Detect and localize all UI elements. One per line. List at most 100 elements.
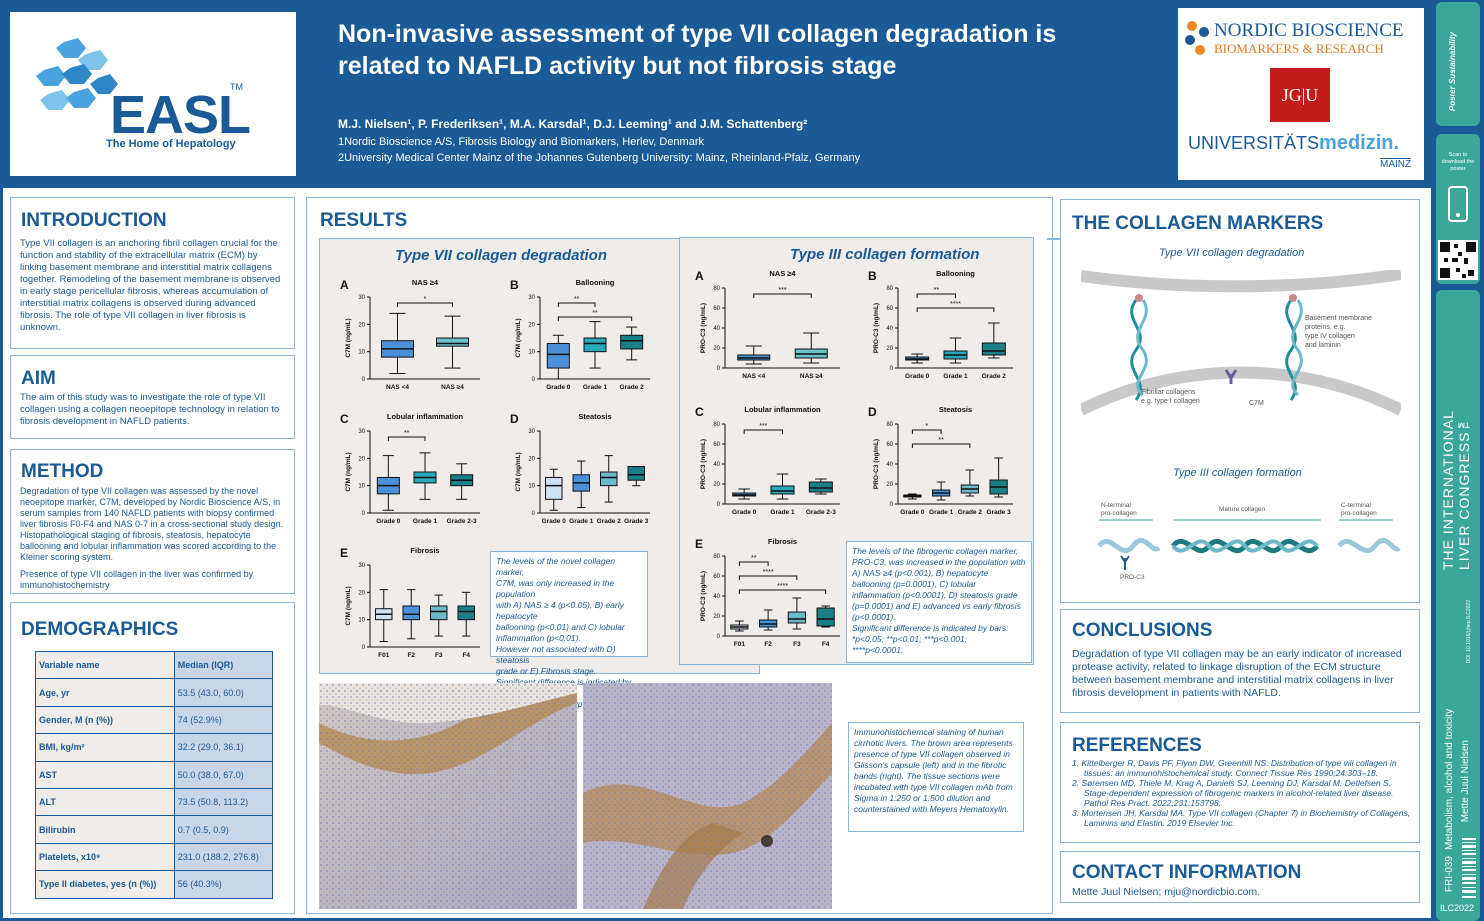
sustainability-label: Poster Sustainability xyxy=(1448,32,1457,112)
y-tick-label: 80 xyxy=(713,422,720,428)
demographics-col-name: Variable name xyxy=(35,650,175,680)
introduction-section: INTRODUCTION Type VII collagen is an anc… xyxy=(10,197,295,349)
demographics-col-value: Median (IQR) xyxy=(173,650,274,680)
box xyxy=(430,605,448,621)
significance-bar xyxy=(738,589,827,594)
y-axis-label: PRO-C3 (ng/mL) xyxy=(700,303,707,353)
conclusions-text: Degradation of type VII collagen may be … xyxy=(1072,648,1402,699)
poster-title: Non-invasive assessment of type VII coll… xyxy=(338,18,1138,82)
y-tick-label: 20 xyxy=(528,456,535,462)
scan-badge: Scan to download the poster xyxy=(1436,134,1480,284)
y-tick-label: 0 xyxy=(890,366,894,372)
x-tick-label: F4 xyxy=(462,652,470,659)
contact-heading: CONTACT INFORMATION xyxy=(1072,862,1302,883)
conclusions-section: CONCLUSIONS Degradation of type VII coll… xyxy=(1060,609,1420,713)
caption-line: (p=0.0001) and E) advanced vs early fibr… xyxy=(852,601,1021,611)
plot-title: NAS ≥4 xyxy=(412,278,439,287)
proc3-caption: The levels of the fibrogenic collagen ma… xyxy=(846,541,1032,663)
x-tick-label: Grade 3 xyxy=(624,518,649,525)
caption-line: The levels of the novel collagen marker, xyxy=(496,556,616,577)
plot-title: Fibrosis xyxy=(410,546,439,555)
label-fibrillar: Fibrillar collagens e.g. type I collagen xyxy=(1141,389,1200,405)
easl-tm: TM xyxy=(230,82,243,92)
plot-title: Steatosis xyxy=(939,405,972,414)
significance-label: **** xyxy=(777,583,788,590)
nordic-logo-line2: BIOMARKERS & RESEARCH xyxy=(1214,41,1384,56)
x-tick-label: Grade 3 xyxy=(987,509,1012,516)
significance-bar xyxy=(743,429,783,434)
congress-name: THE INTERNATIONAL LIVER CONGRESS™ xyxy=(1440,410,1472,570)
y-tick-label: 60 xyxy=(713,442,720,448)
contact-text: Mette Juul Nielsen; mju@nordicbio.com. xyxy=(1072,886,1261,898)
panel-letter: E xyxy=(340,546,348,560)
qr-code-icon[interactable] xyxy=(1438,240,1478,280)
x-tick-label: Grade 1 xyxy=(929,509,954,516)
jgu-logo: JG|U xyxy=(1270,68,1330,122)
caption-line: PRO-C3, was increased in the population … xyxy=(852,557,1026,567)
collagen-markers-heading: THE COLLAGEN MARKERS xyxy=(1072,213,1324,234)
method-heading: METHOD xyxy=(21,461,104,482)
y-axis-label: C7M (ng/mL) xyxy=(345,586,352,625)
references-list: 1. Kittelberger R, Davis PF, Flynn DW, G… xyxy=(1072,758,1412,828)
y-tick-label: 20 xyxy=(358,456,365,462)
label-mature: Mature collagen xyxy=(1219,506,1266,513)
results-heading: RESULTS xyxy=(320,210,408,231)
demographics-value: 53.5 (43.0, 60.0) xyxy=(173,678,274,707)
x-tick-label: Grade 0 xyxy=(542,518,567,525)
introduction-heading: INTRODUCTION xyxy=(21,210,167,231)
y-axis-label: PRO-C3 (ng/mL) xyxy=(873,303,880,353)
presenter-text: Mette Juul Nielsen xyxy=(1460,740,1471,823)
x-tick-label: NAS ≥4 xyxy=(800,373,823,380)
y-tick-label: 0 xyxy=(362,511,366,517)
y-tick-label: 10 xyxy=(358,350,365,356)
x-tick-label: Grade 2 xyxy=(982,373,1007,380)
demographics-value: 50.0 (38.0, 67.0) xyxy=(173,760,274,789)
significance-label: **** xyxy=(950,301,961,308)
significance-bar xyxy=(916,293,956,298)
proc3-panel-title-full: Type III collagen formation xyxy=(790,246,980,263)
caption-line: cirrhotic livers. The brown area represe… xyxy=(854,738,1013,748)
y-tick-label: 0 xyxy=(717,634,721,640)
significance-label: *** xyxy=(778,287,786,294)
caption-line: Sigma in 1:250 or 1:500 dilution and xyxy=(854,793,991,803)
aim-text: The aim of this study was to investigate… xyxy=(20,392,280,427)
y-tick-label: 0 xyxy=(717,502,721,508)
easl-logo: EASL TM The Home of Hepatology xyxy=(10,12,296,176)
caption-line: Glisson's capsule (left) and in the fibr… xyxy=(854,760,1007,770)
x-tick-label: Grade 0 xyxy=(546,384,571,391)
significance-bar xyxy=(557,302,596,307)
y-tick-label: 40 xyxy=(713,326,720,332)
caption-line: However not associated with D) steatosis xyxy=(496,644,616,665)
congress-banner: THE INTERNATIONAL LIVER CONGRESS™ DOI: 1… xyxy=(1436,290,1480,921)
label-nterm: N-terminal pro-collagen xyxy=(1101,502,1137,517)
y-tick-label: 0 xyxy=(362,377,366,383)
doi-text: DOI: 10.1016/j.jhep.ILC2022 xyxy=(1466,600,1472,664)
x-tick-label: Grade 1 xyxy=(770,509,795,516)
significance-label: **** xyxy=(763,569,774,576)
box xyxy=(600,471,618,487)
y-tick-label: 20 xyxy=(886,346,893,352)
significance-label: * xyxy=(925,423,928,430)
nordic-logo-icon xyxy=(1185,21,1209,55)
um-logo-part1: UNIVERSITÄTS xyxy=(1188,133,1320,153)
significance-label: ** xyxy=(934,287,940,294)
box xyxy=(770,485,795,495)
y-tick-label: 80 xyxy=(886,286,893,292)
label-proc3: PRO-C3 xyxy=(1120,574,1145,581)
y-tick-label: 80 xyxy=(713,286,720,292)
x-tick-label: F4 xyxy=(822,641,830,648)
easl-tagline: The Home of Hepatology xyxy=(106,138,236,150)
box xyxy=(627,466,645,481)
contact-section: CONTACT INFORMATION Mette Juul Nielsen; … xyxy=(1060,851,1420,903)
table-row: Type II diabetes, yes (n (%))56 (40.3%) xyxy=(35,870,274,899)
x-tick-label: Grade 2-3 xyxy=(447,518,477,525)
y-tick-label: 20 xyxy=(358,590,365,596)
